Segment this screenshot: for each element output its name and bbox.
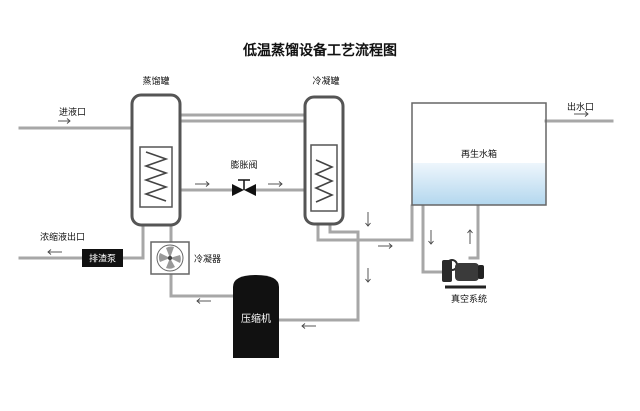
vacuum-pump-icon — [442, 259, 486, 289]
pipe-fan-to-compressor — [169, 272, 250, 298]
flow-arrow — [301, 323, 316, 329]
fan-icon — [158, 246, 181, 269]
feed-inlet-label: 进液口 — [59, 106, 86, 118]
evaporator-shell — [130, 93, 182, 227]
flow-arrow — [195, 181, 210, 187]
flow-arrow — [365, 212, 371, 227]
condenser-tank — [303, 95, 345, 226]
diagram-title: 低温蒸馏设备工艺流程图 — [242, 42, 397, 59]
evaporator-label: 蒸馏罐 — [142, 75, 169, 87]
flow-arrow — [428, 230, 434, 245]
heating-coil-icon — [143, 151, 169, 202]
evaporator-tank — [130, 93, 182, 227]
water-tank-label: 再生水箱 — [461, 148, 497, 160]
water-outlet-label: 出水口 — [567, 101, 594, 113]
water-tank-outline — [411, 102, 547, 206]
slag-pump-label: 排渣泵 — [89, 253, 116, 265]
condenser-tank-label: 冷凝罐 — [312, 75, 339, 87]
concentrate-outlet-label: 浓缩液出口 — [40, 231, 85, 243]
compressor-label: 压缩机 — [241, 312, 271, 325]
vacuum-system-label: 真空系统 — [451, 293, 487, 305]
flow-arrow — [574, 111, 589, 117]
pipe-condensate-to-water-tank — [316, 204, 414, 242]
cooling-coil-icon — [314, 159, 334, 203]
slag-pump-body — [82, 249, 123, 267]
flow-arrow — [58, 118, 71, 124]
flow-arrow — [268, 181, 283, 187]
pipe-tank-to-vacuum-left — [421, 204, 447, 274]
condenser-tank-coil-box — [310, 144, 338, 212]
flow-arrow — [196, 298, 211, 304]
flow-arrow — [378, 243, 393, 249]
expansion-valve-icon — [232, 179, 256, 196]
pipe-to-slag-pump — [121, 222, 145, 260]
evaporator-coil-box — [139, 146, 173, 208]
water-level — [412, 163, 546, 205]
condenser-tank-shell — [303, 95, 345, 226]
flow-arrow — [365, 268, 371, 283]
condenser-fan — [150, 241, 190, 275]
pipe-tank-to-vacuum-right — [468, 204, 480, 260]
flow-arrow — [467, 229, 473, 244]
compressor — [233, 275, 279, 358]
flow-arrows — [47, 111, 589, 329]
compressor-body — [233, 275, 279, 358]
flow-arrow — [47, 249, 62, 255]
reclaimed-water-tank — [411, 102, 547, 206]
expansion-valve-label: 膨胀阀 — [230, 159, 257, 171]
condenser-label: 冷凝器 — [194, 253, 221, 265]
